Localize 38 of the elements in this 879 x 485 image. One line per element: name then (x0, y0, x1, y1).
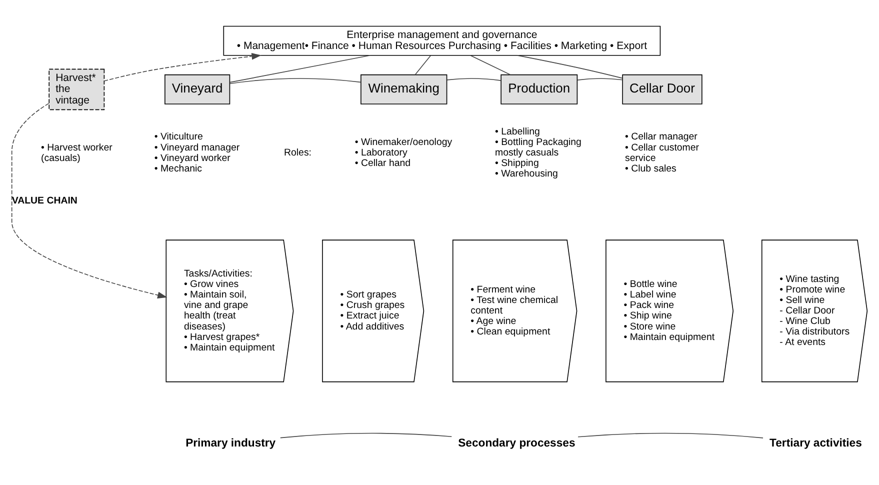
connector (517, 55, 623, 79)
connector (230, 78, 362, 84)
node-label: • Bottling Packaging (494, 136, 582, 148)
node-box: Enterprise management and governance • Management• Finance • Human Resources Purchasing • Facilities • Marketing • Export (223, 26, 661, 56)
node-box: Production (500, 74, 578, 104)
connector (470, 55, 511, 76)
node-label: • Winemaker/oenology (354, 136, 452, 148)
node-label: • Cellar hand (354, 158, 411, 170)
node-box: Vineyard (164, 74, 230, 104)
node-label: • Viticulture (154, 132, 203, 143)
connector (576, 78, 623, 80)
connector (446, 78, 502, 81)
node-label: • Cellar manager (624, 132, 698, 143)
node-label: • Club sales (624, 163, 676, 174)
connector (280, 432, 452, 438)
arrow (104, 52, 262, 82)
connector (414, 55, 432, 76)
node-label: • Vineyard worker (154, 152, 230, 164)
node-label: • Harvest worker (casuals) (41, 142, 112, 164)
node-text: Tertiary activities (770, 437, 862, 450)
label: Roles: (284, 148, 312, 159)
node-label: • Mechanic (154, 163, 202, 174)
node-label: • Labelling (494, 126, 540, 138)
edge-label: VALUE CHAIN (12, 195, 78, 206)
node-box: Harvest* the vintage (48, 68, 105, 110)
node-text: Secondary processes (458, 437, 576, 450)
node-label: • Laboratory (354, 148, 408, 159)
node-label: • Vineyard manager (154, 142, 240, 154)
arrow (11, 103, 168, 298)
node-box: Cellar Door (622, 74, 702, 104)
node-label: • Shipping (494, 158, 539, 170)
node-label: • Warehousing (494, 168, 558, 180)
connector (230, 55, 371, 83)
node-box: Winemaking (360, 74, 448, 104)
node-label: mostly casuals (494, 148, 559, 159)
node-text: Primary industry (186, 437, 276, 450)
connector (578, 432, 764, 438)
node-label: • Cellar customer service (624, 142, 700, 164)
